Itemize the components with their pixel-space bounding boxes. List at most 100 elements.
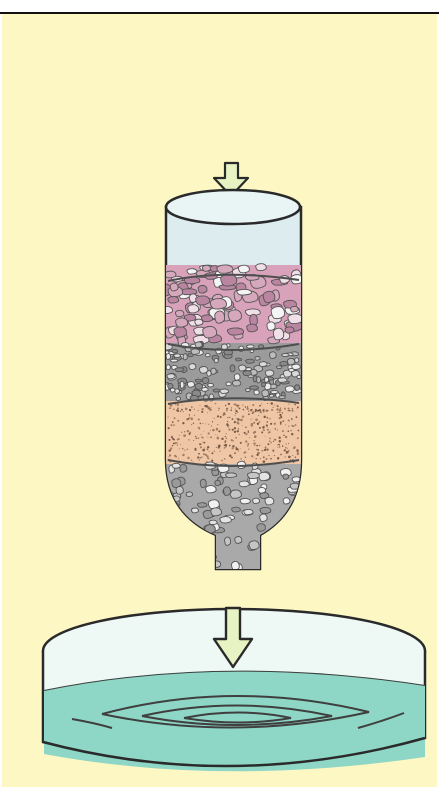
- sand-grain: [179, 448, 180, 449]
- pink-gravel-stone: [271, 307, 284, 319]
- sand-grain: [188, 439, 189, 440]
- sand-grain: [242, 405, 243, 406]
- dark-gravel-stone: [289, 368, 294, 371]
- sand-grain: [280, 454, 282, 456]
- sand-grain: [232, 447, 234, 449]
- sand-grain: [276, 408, 278, 410]
- sand-grain: [185, 408, 188, 411]
- sand-grain: [254, 442, 256, 444]
- pink-gravel-stone: [201, 315, 212, 322]
- sand-grain: [228, 429, 230, 431]
- dark-gravel-stone: [168, 383, 173, 388]
- sand-grain: [267, 403, 268, 404]
- sand-grain: [288, 403, 289, 404]
- sand-grain: [290, 430, 291, 431]
- coarse-gravel-stone: [244, 509, 253, 514]
- sand-grain: [205, 454, 207, 456]
- pink-gravel-stone: [285, 327, 294, 333]
- coarse-gravel-stone: [220, 517, 231, 523]
- sand-grain: [210, 407, 211, 408]
- sand-grain: [173, 424, 174, 425]
- sand-grain: [203, 453, 205, 455]
- sand-grain: [207, 457, 209, 459]
- sand-grain: [174, 443, 175, 444]
- dark-gravel-stone: [189, 364, 196, 370]
- sand-grain: [202, 437, 203, 438]
- sand-grain: [182, 448, 184, 450]
- sand-grain: [237, 418, 240, 421]
- sand-grain: [263, 460, 266, 463]
- sand-grain: [247, 406, 248, 407]
- sand-grain: [195, 437, 197, 439]
- sand-grain: [232, 418, 234, 420]
- sand-grain: [282, 420, 284, 422]
- pink-gravel-stone: [256, 264, 267, 271]
- sand-grain: [251, 455, 253, 457]
- sand-grain: [218, 410, 219, 411]
- dark-gravel-stone: [269, 394, 273, 397]
- sand-grain: [292, 408, 294, 410]
- coarse-gravel-stone: [249, 541, 259, 550]
- dark-gravel-stone: [208, 383, 214, 386]
- sand-grain: [263, 416, 265, 418]
- sand-grain: [224, 441, 226, 443]
- dark-gravel-stone: [261, 383, 265, 387]
- sand-grain: [217, 424, 218, 425]
- sand-grain: [215, 434, 216, 435]
- sand-grain: [178, 458, 179, 459]
- pink-gravel-stone: [203, 326, 217, 337]
- sand-grain: [296, 416, 298, 418]
- sand-grain: [189, 417, 190, 418]
- sand-grain: [199, 428, 200, 429]
- sand-grain: [280, 407, 282, 409]
- sand-grain: [235, 409, 236, 410]
- dark-gravel-stone: [250, 386, 259, 390]
- sand-grain: [246, 408, 248, 410]
- sand-grain: [260, 458, 261, 459]
- sand-grain: [238, 451, 239, 452]
- sand-grain: [168, 456, 169, 457]
- sand-grain: [198, 419, 200, 421]
- dark-gravel-stone: [265, 370, 274, 376]
- dark-gravel-stone: [180, 381, 184, 388]
- pink-gravel-stone: [267, 322, 275, 330]
- sand-grain: [248, 413, 250, 415]
- sand-grain: [212, 421, 213, 422]
- dark-gravel-stone: [247, 345, 254, 348]
- coarse-gravel-stone: [257, 524, 266, 532]
- sand-grain: [279, 446, 281, 448]
- dark-gravel-stone: [253, 376, 257, 382]
- sand-grain: [256, 454, 258, 456]
- sand-grain: [177, 408, 179, 410]
- sand-grain: [198, 453, 200, 455]
- dark-gravel-stone: [295, 385, 300, 391]
- illustration-panel: [2, 14, 437, 787]
- sand-grain: [215, 403, 216, 404]
- sand-grain: [277, 405, 279, 407]
- sand-grain: [200, 446, 202, 448]
- sand-grain: [252, 418, 253, 419]
- sand-grain: [220, 416, 222, 418]
- sand-grain: [224, 458, 225, 459]
- pink-gravel-stone: [176, 318, 188, 327]
- sand-grain: [177, 445, 178, 446]
- sand-grain: [295, 424, 297, 426]
- sand-grain: [277, 412, 278, 413]
- dark-gravel-stone: [246, 359, 255, 363]
- sand-grain: [285, 424, 286, 425]
- sand-grain: [211, 425, 212, 426]
- sand-grain: [170, 447, 172, 449]
- pink-gravel-stone: [168, 297, 179, 304]
- sand-grain: [229, 455, 231, 457]
- sand-grain: [282, 445, 284, 447]
- sand-grain: [228, 403, 230, 405]
- sand-grain: [288, 425, 289, 426]
- dark-gravel-stone: [214, 358, 218, 362]
- sand-grain: [271, 402, 274, 405]
- sand-grain: [191, 406, 193, 408]
- sand-grain: [226, 408, 227, 409]
- pink-gravel-stone: [196, 296, 210, 305]
- bottle-opening: [166, 190, 300, 224]
- sand-grain: [228, 425, 229, 426]
- dark-gravel-stone: [174, 354, 181, 358]
